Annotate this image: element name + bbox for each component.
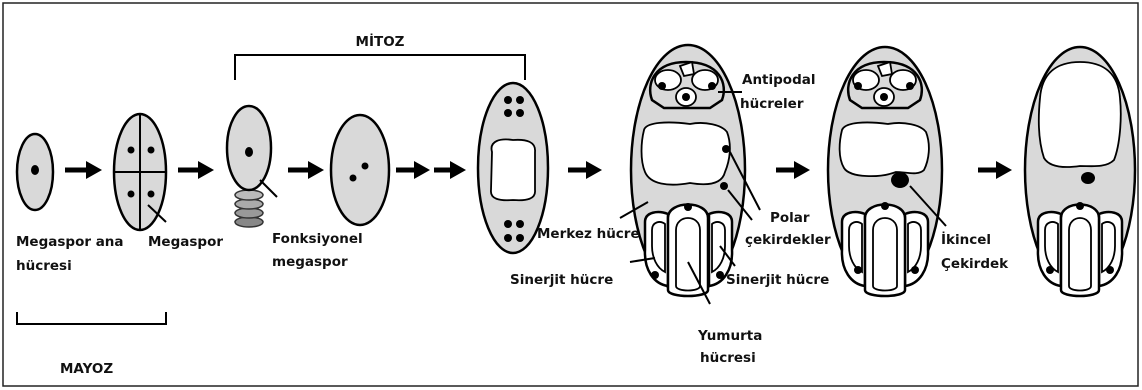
functional-megaspore (227, 106, 271, 227)
mayoz-bracket (17, 312, 166, 324)
arrow-3 (288, 161, 324, 179)
polar-nucleus-1 (722, 145, 730, 153)
megaspore-mother-cell (17, 134, 53, 210)
megaspor-label: Megaspor (148, 234, 223, 250)
arrow-2 (178, 161, 214, 179)
mitoz-label: MİTOZ (356, 33, 405, 50)
mayoz-label: MAYOZ (60, 361, 113, 377)
ikincel-label-line2: Çekirdek (941, 256, 1009, 272)
arrow-8 (978, 161, 1012, 179)
polar-label-line2: çekirdekler (745, 232, 831, 248)
fonksiyonel-label-line1: Fonksiyonel (272, 231, 363, 247)
yumurta-label-line2: hücresi (700, 350, 756, 366)
sinerjit-left-label: Sinerjit hücre (510, 272, 613, 288)
diagram-frame (3, 3, 1138, 386)
yumurta-label-line1: Yumurta (697, 328, 762, 344)
sinerjit-right-label: Sinerjit hücre (726, 272, 829, 288)
arrow-4 (396, 161, 430, 179)
antipodal-label-line2: hücreler (740, 96, 804, 112)
antipodal-cells (650, 62, 724, 108)
ikincel-label-line1: İkincel (941, 231, 991, 248)
mature-embryo-sac-final (1025, 47, 1135, 296)
polar-nucleus-2 (720, 182, 728, 190)
megaspor-ana-label-line1: Megaspor ana (16, 234, 124, 250)
arrow-6 (568, 161, 602, 179)
secondary-nucleus (891, 172, 909, 188)
egg-apparatus (645, 203, 732, 296)
merkez-label: Merkez hücre (537, 226, 640, 242)
arrow-5 (434, 161, 466, 179)
two-nucleate-embryo-sac (331, 115, 389, 225)
megaspor-ana-label-line2: hücresi (16, 258, 72, 274)
polar-label-line1: Polar (770, 210, 810, 226)
central-cell-vacuole (642, 122, 730, 184)
fonksiyonel-label-line2: megaspor (272, 254, 348, 270)
mitoz-bracket (235, 55, 525, 80)
arrow-1 (65, 161, 102, 179)
embryo-sac-secondary-nucleus (828, 47, 942, 296)
megaspore-tetrad (114, 114, 166, 230)
antipodal-label-line1: Antipodal (742, 72, 815, 88)
arrow-7 (776, 161, 810, 179)
